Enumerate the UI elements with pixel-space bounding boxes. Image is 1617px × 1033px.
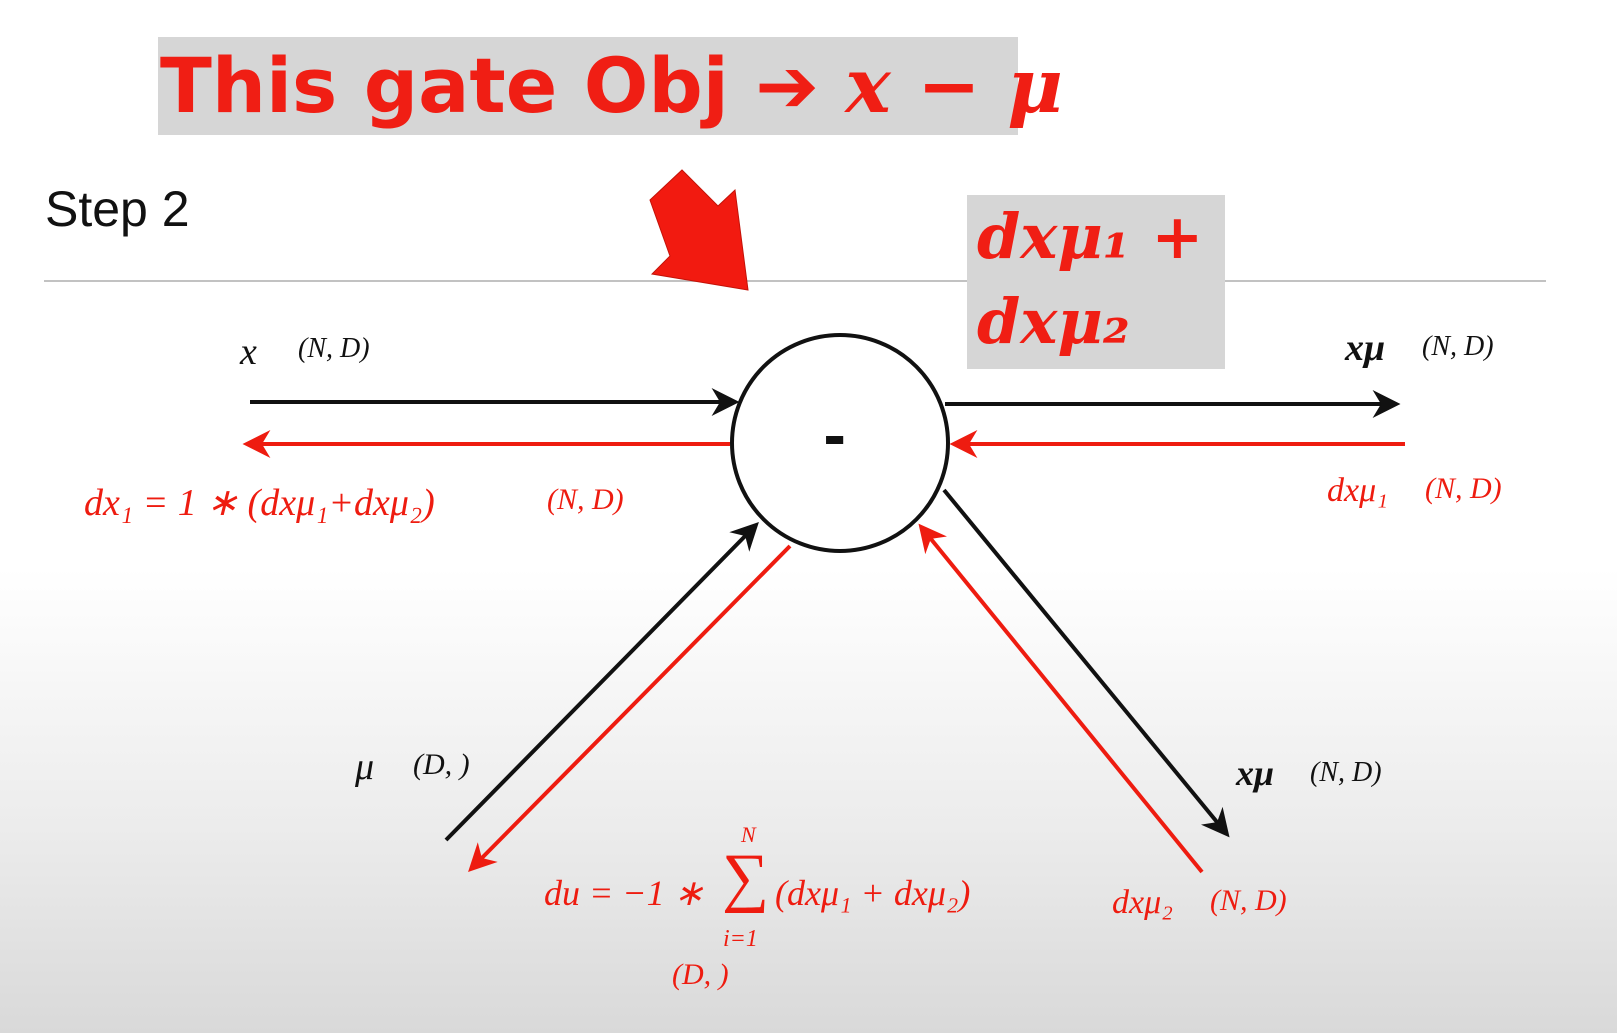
label-dxmu2: dxμ₂ xyxy=(1112,884,1173,921)
title-banner: This gate Obj ➔ x − μ xyxy=(160,40,1063,132)
label-x-shape: (N, D) xyxy=(298,333,370,364)
gradient-sum-line-2: dxμ₂ xyxy=(977,285,1130,358)
step-title: Step 2 xyxy=(45,181,190,237)
label-du-sum-symbol: ∑ xyxy=(722,841,770,914)
label-xmu: xμ xyxy=(1345,327,1386,369)
backward-arrow-dxmu2 xyxy=(918,523,1204,874)
label-x: x xyxy=(240,331,257,373)
label-du-rhs: (dxμ₁ + dxμ₂) xyxy=(775,873,971,913)
label-dxmu2-shape: (N, D) xyxy=(1210,884,1287,917)
label-dxmu1-shape: (N, D) xyxy=(1425,472,1502,505)
banner-arrow-icon: ➔ xyxy=(755,41,819,130)
label-xmu-2-shape: (N, D) xyxy=(1310,757,1382,788)
label-du-sum-top: N xyxy=(741,822,756,847)
label-dx1: dx₁ = 1 ∗ (dxμ₁+dxμ₂) xyxy=(84,482,435,524)
title-divider xyxy=(44,280,1546,282)
label-du-sum-bottom: i=1 xyxy=(723,926,758,952)
subtract-gate-circle xyxy=(730,333,950,553)
gradient-sum-line-1: dxμ₁ + xyxy=(977,200,1204,273)
label-dx1-shape: (N, D) xyxy=(547,483,624,516)
banner-prefix: This gate Obj xyxy=(160,41,756,130)
title-banner-background xyxy=(158,37,1018,135)
label-mu: μ xyxy=(355,746,375,788)
label-xmu-2: xμ xyxy=(1236,753,1275,793)
label-dxmu1: dxμ₁ xyxy=(1327,472,1388,509)
pointer-arrow-icon xyxy=(649,169,749,291)
banner-expression: x − μ xyxy=(818,41,1063,130)
backward-arrow-du xyxy=(468,544,792,872)
label-du-lhs: du = −1 ∗ xyxy=(544,873,704,913)
forward-arrow-xmu-2 xyxy=(942,488,1230,838)
label-du-shape: (D, ) xyxy=(672,958,729,991)
gate-operator: - xyxy=(823,405,847,470)
gradient-sum-box xyxy=(967,195,1225,369)
forward-arrow-mu xyxy=(444,522,759,842)
label-xmu-shape: (N, D) xyxy=(1422,331,1494,362)
label-mu-shape: (D, ) xyxy=(413,748,470,781)
